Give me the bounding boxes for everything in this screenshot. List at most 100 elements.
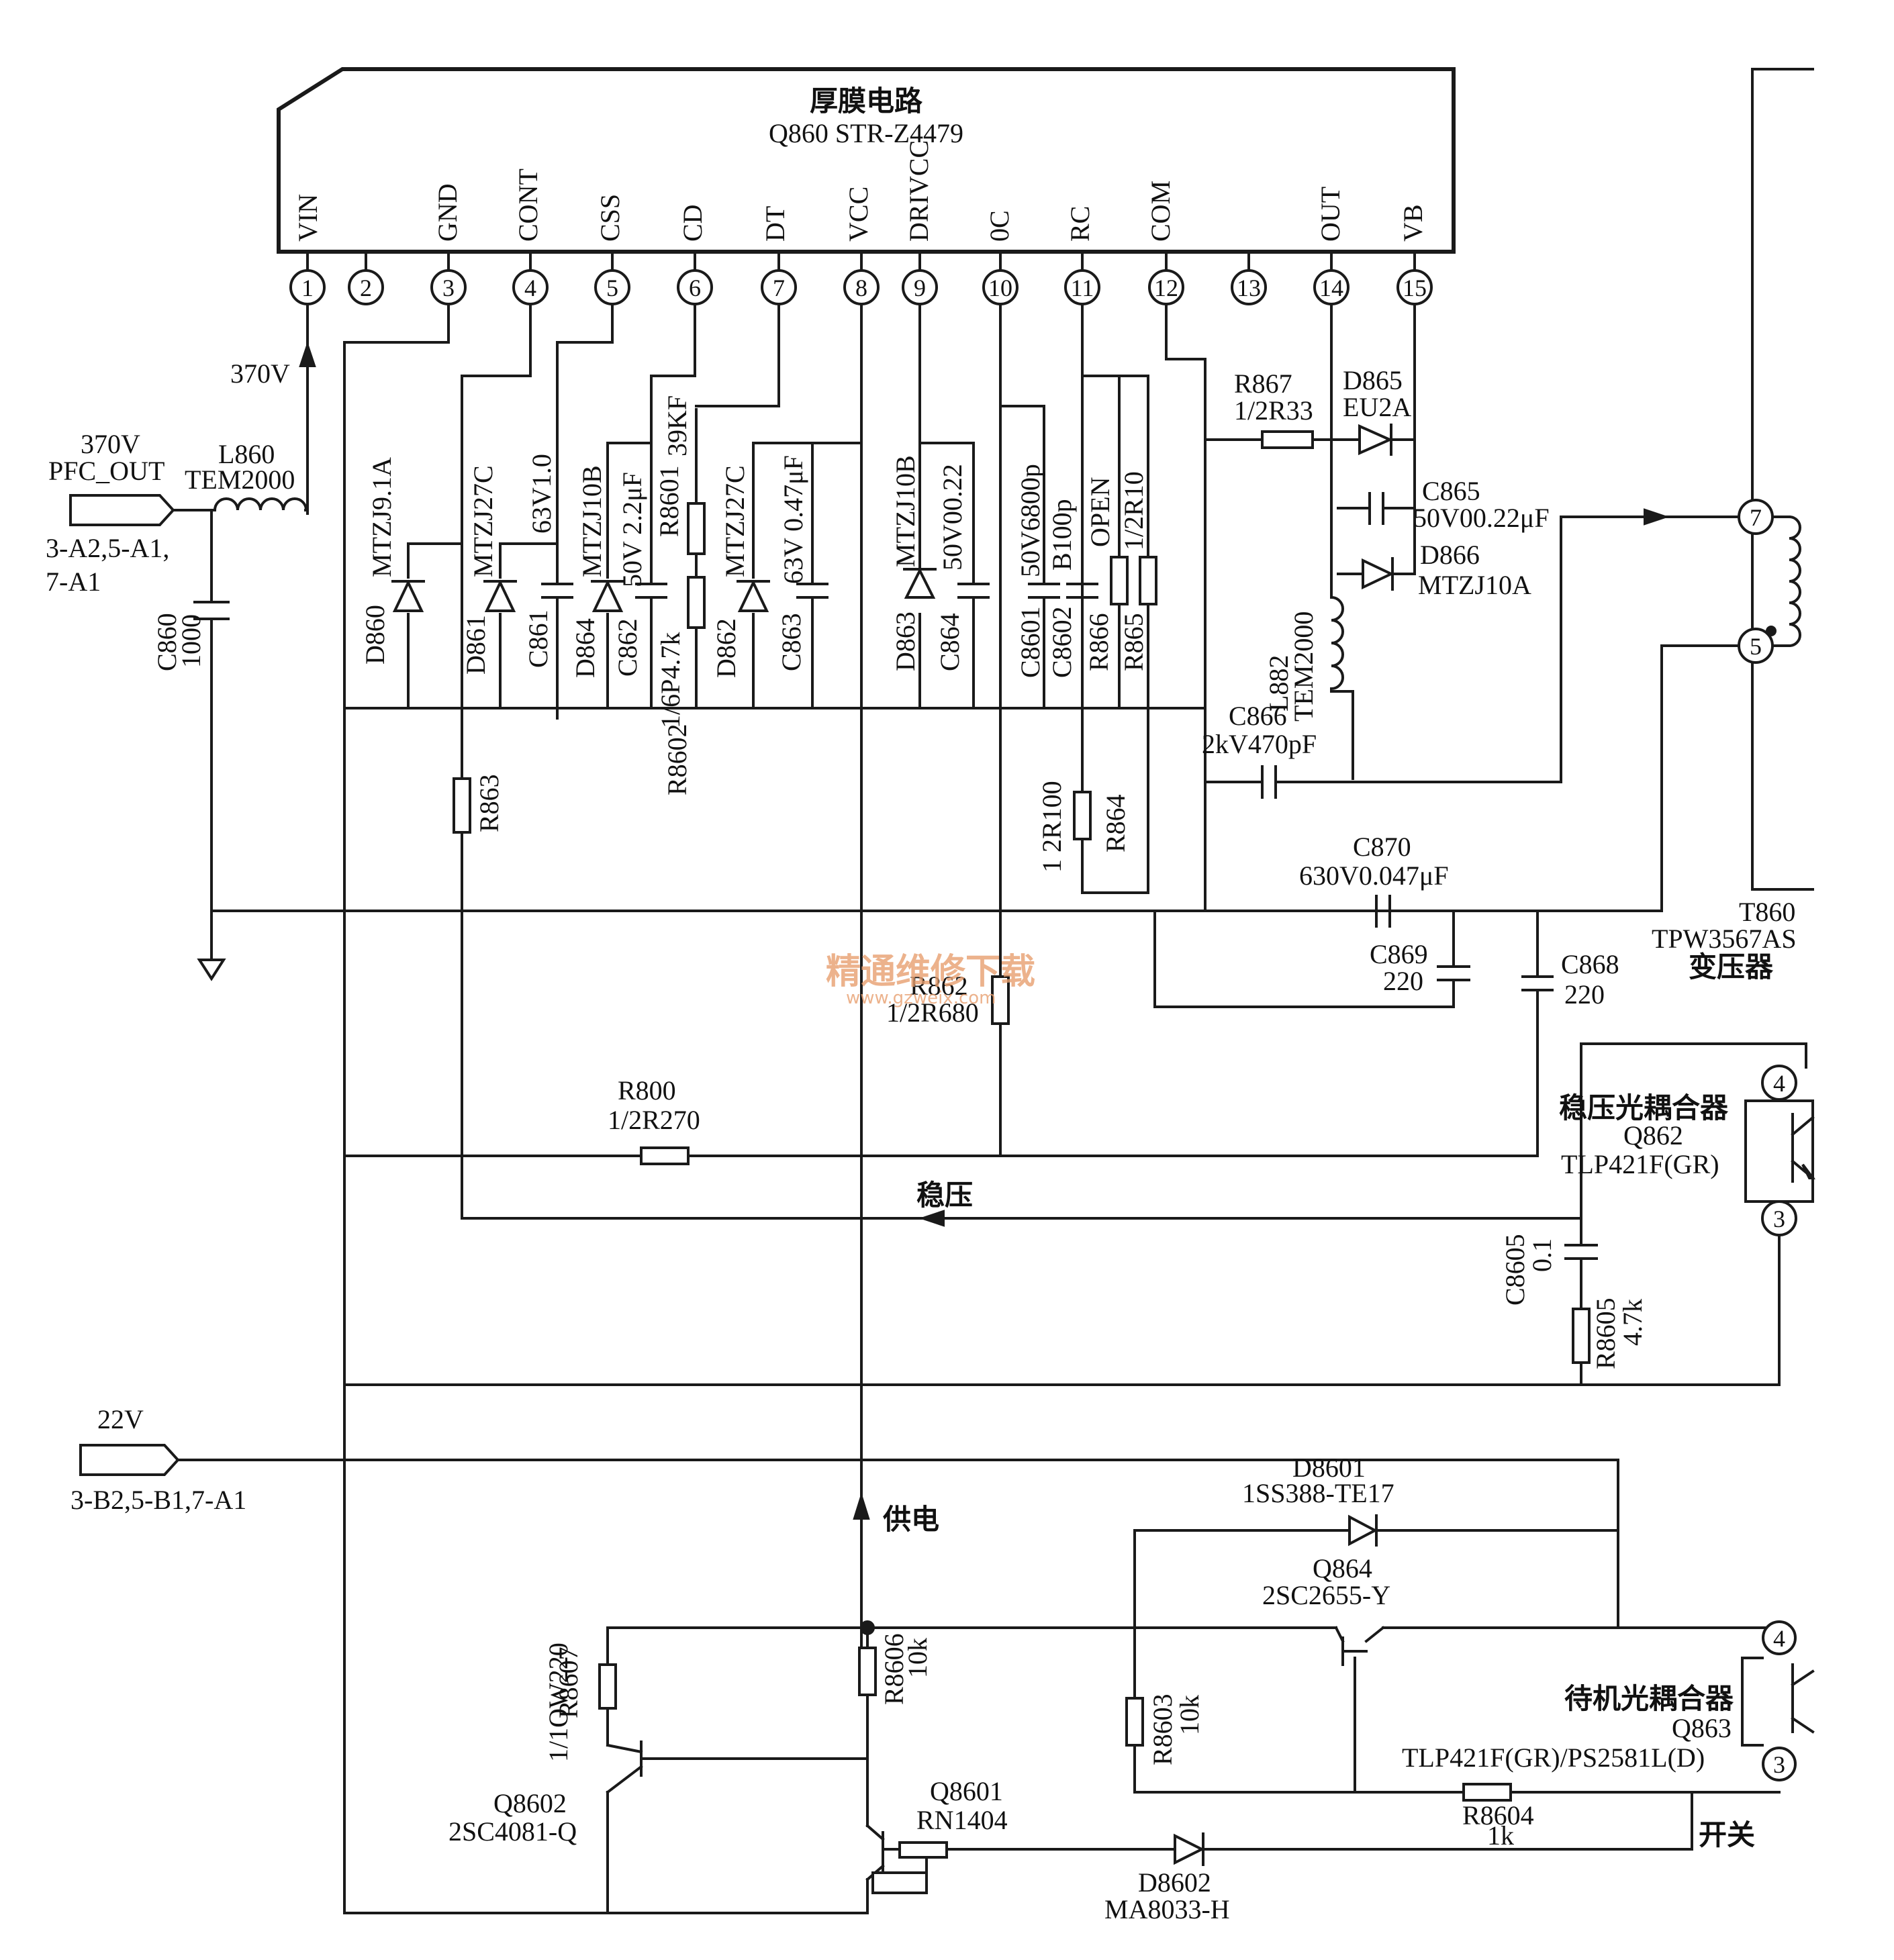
r8601-value: 39KF <box>662 395 692 456</box>
r8607-ref: R8607 <box>553 1647 583 1718</box>
r862-value: 1/2R680 <box>886 997 979 1028</box>
pin-name-cd: CD <box>677 204 708 242</box>
pin-10: 10 <box>982 269 1019 305</box>
regulation-label: 稳压 <box>916 1179 973 1212</box>
c861-value: 63V1.0 <box>526 454 557 534</box>
r8606-ref: R8606 <box>879 1633 909 1705</box>
svg-text:2: 2 <box>360 275 372 301</box>
l860-value: TEM2000 <box>185 464 295 495</box>
pin-name-drivcc: DRIVCC <box>904 140 934 242</box>
r8606-resistor <box>858 1647 877 1696</box>
q864-ref: Q864 <box>1313 1553 1372 1583</box>
r864-value: 1 2R100 <box>1037 781 1067 873</box>
r800-value: 1/2R270 <box>608 1105 700 1135</box>
svg-text:13: 13 <box>1237 275 1261 301</box>
pfc-name: PFC_OUT <box>48 456 164 486</box>
pin-15: 15 <box>1396 269 1433 305</box>
svg-text:4: 4 <box>524 275 536 301</box>
pin-7: 7 <box>761 269 797 305</box>
pin-11: 11 <box>1064 269 1100 305</box>
q864-value: 2SC2655-Y <box>1262 1580 1390 1610</box>
pin-14: 14 <box>1313 269 1350 305</box>
pin-12: 12 <box>1148 269 1184 305</box>
r865-ref: R865 <box>1119 613 1149 671</box>
d866-zener <box>1362 557 1394 591</box>
q8601-base-resistor <box>898 1841 948 1859</box>
d8602-diode <box>1174 1832 1205 1866</box>
r800-ref: R800 <box>618 1075 676 1106</box>
q8601-value: RN1404 <box>916 1805 1008 1835</box>
c860-ref: C860 <box>152 613 182 671</box>
d8602-ref: D8602 <box>1138 1867 1211 1898</box>
r8605-value: 4.7k <box>1617 1299 1648 1346</box>
r867-resistor <box>1261 430 1314 449</box>
r8604-resistor <box>1462 1783 1512 1802</box>
ic-pin-labels: VIN GND CONT CSS CD DT VCC DRIVCC 0C RC … <box>293 140 1428 242</box>
c863-ref: C863 <box>776 613 806 671</box>
q8602-transistor <box>606 1741 643 1794</box>
pin-6: 6 <box>677 269 713 305</box>
t860-transformer <box>1738 499 1801 664</box>
r8606-value: 10k <box>902 1638 933 1678</box>
r8602-resistor <box>687 576 706 629</box>
c8605-ref: C8605 <box>1500 1234 1530 1306</box>
c864-capacitor <box>957 583 990 599</box>
d8601-ref: D8601 <box>1292 1453 1366 1483</box>
q862-ref: Q862 <box>1623 1120 1683 1150</box>
svg-text:11: 11 <box>1071 275 1094 301</box>
c8601-capacitor <box>1028 583 1060 599</box>
r865-value: 1/2R10 <box>1119 471 1149 550</box>
l882-inductor <box>1329 595 1344 691</box>
c868-capacitor <box>1521 975 1554 991</box>
q864-transistor <box>1334 1626 1385 1666</box>
d8602-value: MA8033-H <box>1104 1894 1230 1924</box>
d865-diode <box>1358 424 1393 456</box>
l860-inductor <box>213 497 308 512</box>
svg-text:9: 9 <box>914 275 926 301</box>
ic-title: 厚膜电路 <box>810 85 923 117</box>
t860-value: TPW3567AS <box>1652 924 1797 954</box>
r8603-ref: R8603 <box>1147 1694 1178 1765</box>
c863-value: 63V 0.47μF <box>778 455 808 584</box>
pin-name-css: CSS <box>595 194 625 242</box>
c866-capacitor <box>1261 765 1277 799</box>
svg-text:8: 8 <box>855 275 867 301</box>
d862-value: MTZJ27C <box>720 465 750 577</box>
c864-value: 50V00.22 <box>937 464 967 571</box>
c8602-capacitor <box>1066 583 1098 599</box>
switch-label: 开关 <box>1699 1818 1755 1851</box>
pin-name-rc: RC <box>1065 206 1095 242</box>
d865-ref: D865 <box>1343 365 1403 395</box>
d862-zener <box>737 579 770 612</box>
d863-value: MTZJ10B <box>890 455 920 567</box>
pfc-voltage: 370V <box>81 429 140 459</box>
r864-ref: R864 <box>1100 794 1131 852</box>
d861-ref: D861 <box>461 615 491 675</box>
c8602-value: B100p <box>1047 499 1077 571</box>
q8601-transistor <box>865 1824 928 1894</box>
c870-value: 630V0.047μF <box>1299 861 1449 891</box>
pin-3: 3 <box>430 269 467 305</box>
c861-ref: C861 <box>523 609 553 668</box>
c863-capacitor <box>796 583 828 599</box>
svg-text:14: 14 <box>1319 275 1343 301</box>
watermark-text: 精通维修下载 <box>826 952 1035 992</box>
d8601-diode <box>1348 1514 1378 1547</box>
d864-zener <box>591 579 624 612</box>
pin-1: 1 <box>289 269 326 305</box>
d863-zener <box>903 567 937 599</box>
c866-ref: C866 <box>1229 701 1287 731</box>
d863-ref: D863 <box>890 611 920 671</box>
d864-ref: D864 <box>570 618 600 678</box>
d862-ref: D862 <box>711 618 741 678</box>
r866-ref: R866 <box>1084 613 1114 671</box>
ic-body <box>277 67 1456 254</box>
c865-value: 50V00.22μF <box>1413 503 1550 533</box>
t860-pin-5: 5 <box>1750 633 1762 660</box>
c866-value: 2kV470pF <box>1202 729 1317 759</box>
r8603-value: 10k <box>1174 1695 1204 1735</box>
svg-text:1: 1 <box>301 275 314 301</box>
q8602-value: 2SC4081-Q <box>448 1816 577 1847</box>
c870-capacitor <box>1375 895 1391 928</box>
